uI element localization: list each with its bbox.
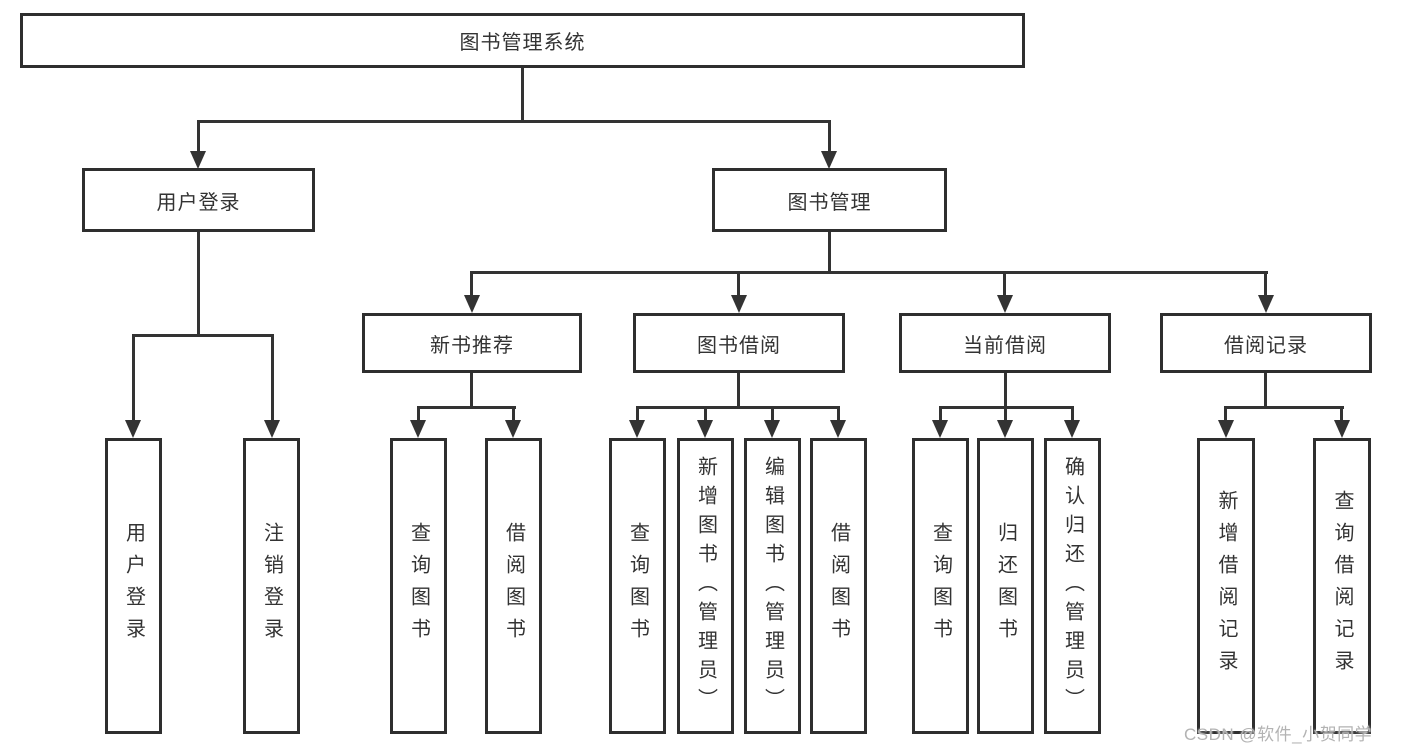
connector-arm-new-book [470,271,473,297]
leaf-borrow-books-1-label: 借阅图书 [502,522,525,650]
arrow-to-leaf-login [125,420,141,438]
connector-current-borrow-drop [1004,373,1007,409]
node-user-login: 用户登录 [82,168,315,232]
connector-arm-return-book [1004,406,1007,422]
arrow-to-book-borrow [731,295,747,313]
arrow-to-query-books-2 [629,420,645,438]
arrow-to-edit-book [764,420,780,438]
arrow-to-borrow-books-1 [505,420,521,438]
leaf-user-login: 用户登录 [105,438,162,734]
node-book-borrowing: 图书借阅 [633,313,845,373]
connector-borrow-records-rail [1224,406,1344,409]
connector-arm-borrow-books-2 [837,406,840,422]
connector-root-drop [521,68,524,123]
arrow-to-query-books-1 [410,420,426,438]
arrow-to-current-borrow [997,295,1013,313]
leaf-add-borrow-record: 新增借阅记录 [1197,438,1255,734]
leaf-add-borrow-record-label: 新增借阅记录 [1215,490,1237,682]
connector-arm-leaf-login [132,334,135,422]
leaf-query-borrow-record-label: 查询借阅记录 [1331,490,1353,682]
arrow-to-borrow-records [1258,295,1274,313]
leaf-query-borrow-record: 查询借阅记录 [1313,438,1371,734]
leaf-query-books-3-label: 查询图书 [929,522,952,650]
leaf-edit-book-admin: 编辑图书（管理员） [744,438,801,734]
connector-arm-user-login [197,120,200,153]
leaf-query-books-1: 查询图书 [390,438,447,734]
leaf-confirm-return-admin-label: 确认归还（管理员） [1061,455,1084,717]
connector-arm-add-book [704,406,707,422]
connector-arm-borrow-books-1 [512,406,515,422]
connector-arm-book-borrow [737,271,740,297]
leaf-query-books-3: 查询图书 [912,438,969,734]
arrow-to-new-book [464,295,480,313]
arrow-to-add-record [1218,420,1234,438]
node-borrow-records: 借阅记录 [1160,313,1372,373]
connector-user-login-drop [197,232,200,337]
arrow-to-add-book [697,420,713,438]
watermark-text: CSDN @软件_小贺同学 [1184,725,1373,744]
connector-arm-query-books-2 [636,406,639,422]
leaf-query-books-2: 查询图书 [609,438,666,734]
connector-book-management-drop [828,232,831,274]
connector-arm-borrow-records [1264,271,1267,297]
leaf-edit-book-admin-label: 编辑图书（管理员） [761,455,784,717]
arrow-to-borrow-books-2 [830,420,846,438]
connector-arm-edit-book [771,406,774,422]
leaf-logout: 注销登录 [243,438,300,734]
leaf-return-book-label: 归还图书 [994,522,1017,650]
arrow-to-user-login [190,151,206,169]
arrow-to-leaf-logout [264,420,280,438]
leaf-add-book-admin-label: 新增图书（管理员） [694,455,717,717]
leaf-confirm-return-admin: 确认归还（管理员） [1044,438,1101,734]
leaf-add-book-admin: 新增图书（管理员） [677,438,734,734]
arrow-to-book-management [821,151,837,169]
connector-arm-book-management [828,120,831,153]
connector-arm-query-record [1340,406,1343,422]
connector-arm-confirm-return [1071,406,1074,422]
arrow-to-confirm-return [1064,420,1080,438]
arrow-to-query-books-3 [932,420,948,438]
connector-user-login-rail [132,334,274,337]
connector-arm-query-books-1 [417,406,420,422]
node-library-system: 图书管理系统 [20,13,1025,68]
connector-new-book-rail [417,406,516,409]
leaf-user-login-label: 用户登录 [122,522,145,650]
leaf-borrow-books-2: 借阅图书 [810,438,867,734]
arrow-to-query-record [1334,420,1350,438]
node-current-borrowing: 当前借阅 [899,313,1111,373]
arrow-to-return-book [997,420,1013,438]
leaf-borrow-books-2-label: 借阅图书 [827,522,850,650]
node-new-book-recommend: 新书推荐 [362,313,582,373]
node-book-management: 图书管理 [712,168,947,232]
connector-new-book-drop [470,373,473,409]
leaf-borrow-books-1: 借阅图书 [485,438,542,734]
connector-book-borrow-rail [636,406,840,409]
leaf-query-books-1-label: 查询图书 [407,522,430,650]
leaf-query-books-2-label: 查询图书 [626,522,649,650]
connector-book-borrow-drop [737,373,740,409]
connector-level3-rail [470,271,1268,274]
connector-arm-add-record [1224,406,1227,422]
leaf-logout-label: 注销登录 [260,522,283,650]
connector-arm-query-books-3 [939,406,942,422]
connector-arm-current-borrow [1003,271,1006,297]
connector-level2-rail [197,120,831,123]
connector-borrow-records-drop [1264,373,1267,409]
connector-arm-leaf-logout [271,334,274,422]
leaf-return-book: 归还图书 [977,438,1034,734]
